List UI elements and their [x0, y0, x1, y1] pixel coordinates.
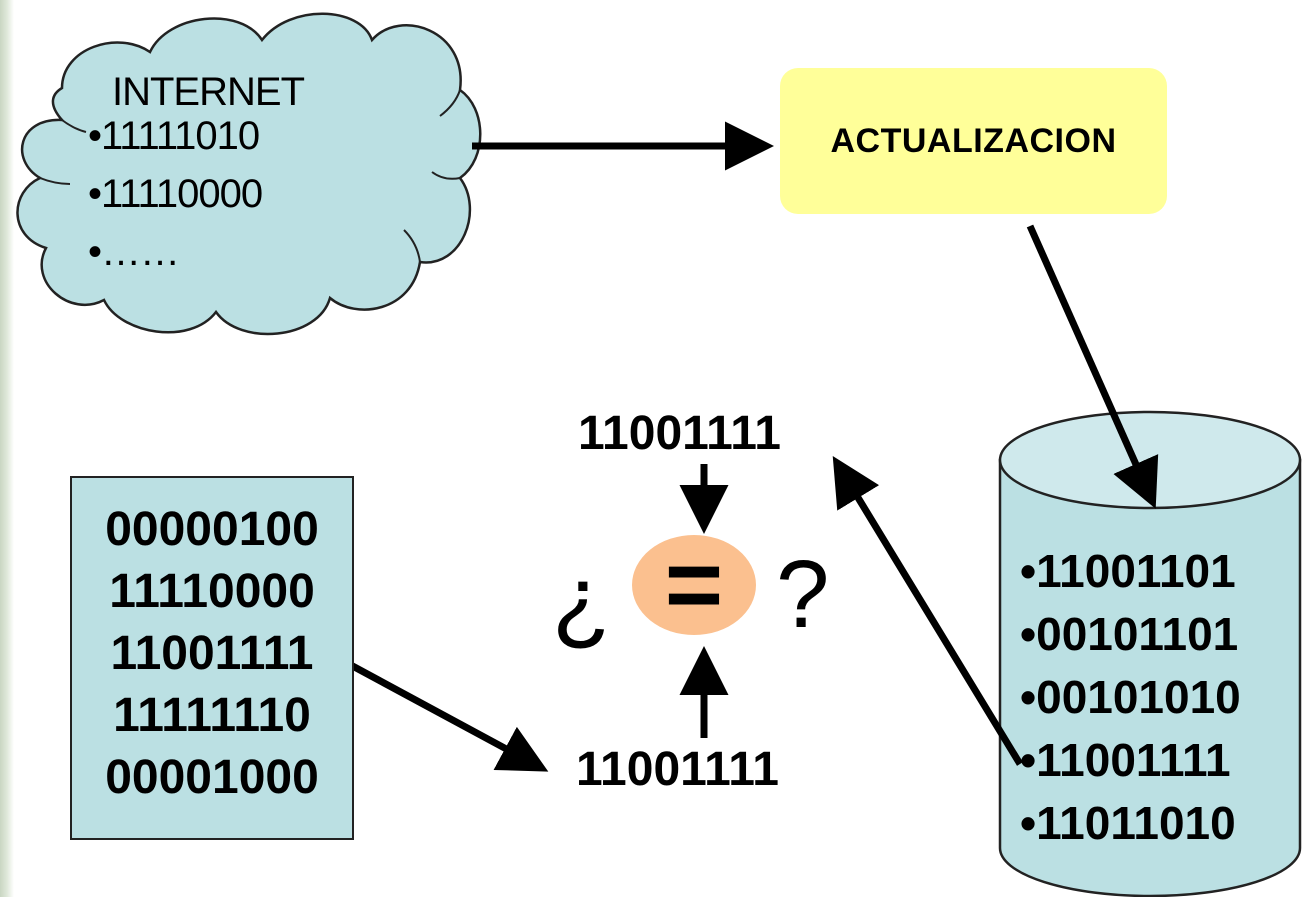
- compare-oval: [632, 535, 756, 635]
- local-list-line: 00000100: [105, 503, 319, 556]
- database-item: •11001101: [1020, 545, 1236, 597]
- arrow-list-to-bottom-value: [332, 652, 549, 772]
- internet-items: •11111010 •11110000 •……: [88, 116, 304, 290]
- database-items: •11001101 •00101101 •00101010 •11001111 …: [1020, 548, 1241, 863]
- compare-bottom-value: 11001111: [576, 743, 779, 796]
- equals-sign: =: [664, 528, 724, 641]
- database-item: •00101010: [1020, 671, 1241, 723]
- close-question-mark: ?: [776, 541, 830, 648]
- arrow-database-to-top-value: [832, 456, 1023, 766]
- cloud-detail-line: [61, 119, 87, 133]
- open-question-mark: ¿: [552, 546, 611, 653]
- cloud-detail-line: [439, 89, 461, 117]
- local-list-lines: 00000100 11110000 11001111 11111110 0000…: [70, 506, 354, 816]
- local-list-line: 00001000: [105, 751, 319, 804]
- cloud-detail-line: [403, 229, 421, 263]
- update-box: [780, 68, 1167, 214]
- update-box-label: ACTUALIZACION: [830, 121, 1117, 160]
- cloud-detail-line: [39, 177, 71, 185]
- internet-item: •11110000: [88, 172, 263, 216]
- internet-cloud: [16, 12, 482, 336]
- internet-item: •11111010: [88, 114, 260, 158]
- database-cylinder: [998, 410, 1302, 897]
- local-list-box: [70, 476, 354, 840]
- internet-cloud-text: INTERNET •11111010 •11110000 •……: [88, 70, 305, 290]
- database-item: •00101101: [1020, 608, 1239, 660]
- local-list-line: 11111110: [113, 689, 311, 742]
- local-list-line: 11110000: [109, 565, 315, 618]
- database-item: •11011010: [1020, 797, 1236, 849]
- slide-edge-texture: [0, 0, 14, 897]
- internet-item: •……: [88, 230, 180, 274]
- arrow-update-to-database: [1026, 224, 1159, 509]
- compare-top-value: 11001111: [578, 407, 781, 460]
- local-list-line: 11001111: [110, 627, 314, 680]
- cloud-detail-line: [431, 171, 461, 180]
- database-item: •11001111: [1020, 734, 1231, 786]
- internet-title: INTERNET: [112, 70, 305, 114]
